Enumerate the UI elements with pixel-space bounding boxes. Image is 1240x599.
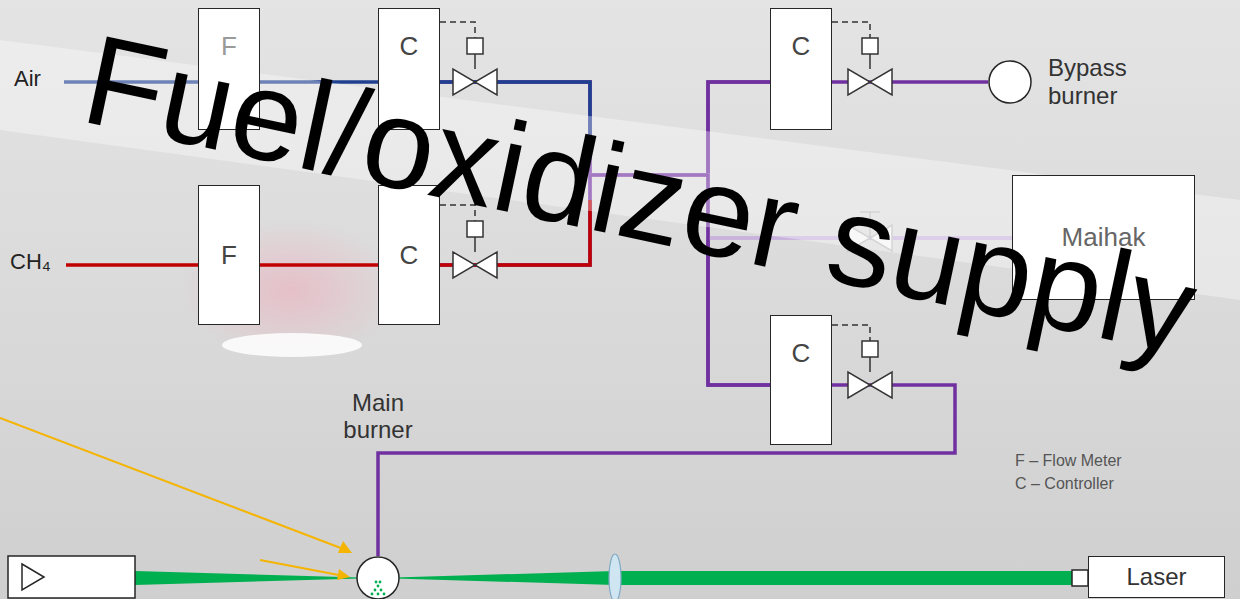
pipe-connector (260, 263, 378, 267)
flow-meter-box: F (198, 185, 260, 325)
controller-box: C (770, 315, 832, 445)
node-label: C (792, 338, 811, 369)
control-valve (832, 325, 892, 398)
laser-beam (378, 571, 1072, 585)
node-label: Main burner (328, 389, 428, 444)
control-valve (440, 22, 497, 95)
methane-pipe (66, 263, 198, 267)
burner-outline (356, 556, 400, 599)
node-label: Bypass burner (1048, 54, 1148, 109)
control-valve (832, 22, 892, 95)
controller-box: C (770, 8, 832, 130)
flame-disc (222, 333, 362, 357)
bypass-burner: Bypass burner (988, 60, 1032, 104)
node-label: C (792, 31, 811, 62)
laser-aperture (1072, 570, 1088, 586)
legend-text: C – Controller (1015, 475, 1114, 493)
node-label: C (400, 31, 419, 62)
laser-box: Laser (1088, 556, 1225, 598)
burner-outline (988, 60, 1032, 104)
node-label: C (400, 240, 419, 271)
node-label: F (221, 240, 237, 271)
pointer-arrow (0, 418, 352, 580)
gas-label: CH₄ (10, 249, 51, 275)
main-burner: Main burner (356, 556, 400, 599)
focusing-lens (609, 554, 621, 599)
gas-label: Air (14, 66, 41, 92)
pipe-connector (378, 385, 955, 556)
node-label: Laser (1126, 563, 1186, 591)
legend-text: F – Flow Meter (1015, 452, 1122, 470)
detector (8, 556, 135, 598)
